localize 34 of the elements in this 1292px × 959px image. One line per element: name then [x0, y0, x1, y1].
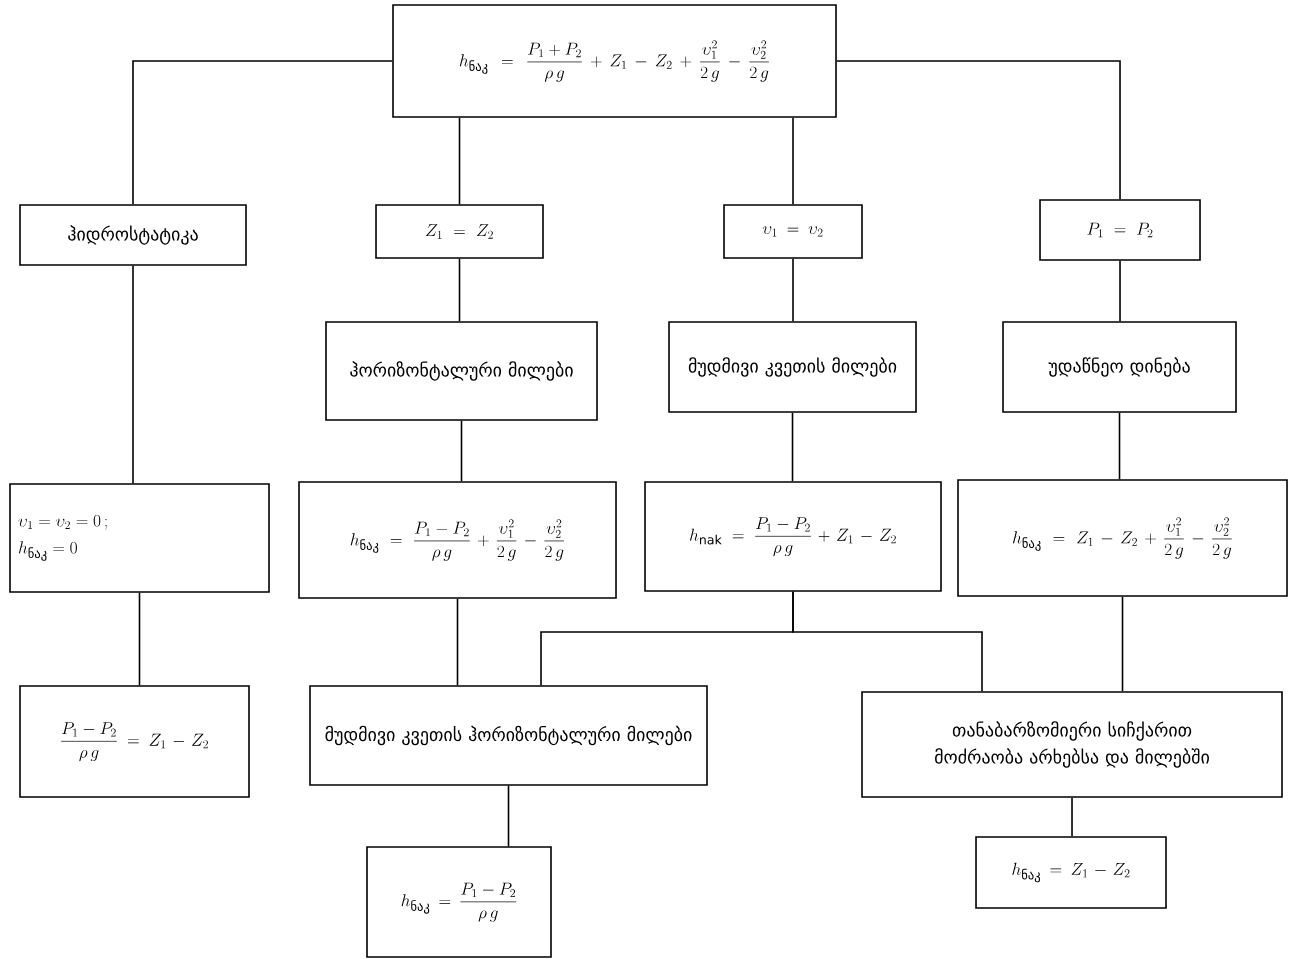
- formula-box: $h_{\text{nak}} = \frac{P_1 - P_2}{\rho\, g} + Z_1 - Z_2$: [644, 481, 942, 592]
- connector-line: [792, 591, 983, 692]
- connector-line: [456, 598, 459, 686]
- formula-box: $h_{\text{ნაკ}} = Z_1 - Z_2$: [975, 836, 1167, 909]
- connector-line: [458, 258, 461, 322]
- formula-box: $h_{\text{ნაკ}} = \frac{P_1 - P_2}{\rho\, g} + \frac{\upsilon_1^2}{2\, g} - \frac{\upsilon_2^2}{2\, g}$: [298, 481, 617, 599]
- connector-line: [1071, 797, 1073, 837]
- connector-line: [792, 258, 794, 322]
- connector-line: [132, 265, 134, 484]
- formula-box: $\upsilon_1 = \upsilon_2 = 0\,;$ $h_{\text{ნაკ}} = 0$: [9, 483, 270, 593]
- formula-box: $\frac{P_1 - P_2}{\rho\, g} = Z_1 - Z_2$: [19, 685, 250, 798]
- connector-line: [132, 60, 393, 205]
- connector-line: [1121, 596, 1124, 692]
- connector-line: [507, 785, 510, 847]
- connector-line: [792, 117, 794, 205]
- condition-box: $\upsilon_1 = \upsilon_2$: [723, 204, 863, 259]
- formula-box: $h_{\text{ნაკ}} = Z_1 - Z_2 + \frac{\upsilon_1^2}{2\, g} - \frac{\upsilon_2^2}{2\, g}$: [957, 479, 1288, 597]
- connector-line: [460, 420, 463, 482]
- connector-line: [1119, 260, 1121, 322]
- connector-line: [791, 412, 794, 482]
- formula-box: $h_{\text{ნაკ}} = \frac{P_1 - P_2}{\rho\, g}$: [366, 846, 552, 958]
- condition-box: $Z_1 = Z_2$: [375, 204, 544, 259]
- condition-box: $P_1 = P_2$: [1039, 199, 1201, 261]
- process-box: თანაბარზომიერი სიჩქარით მოძრაობა არხებსა და მილებში: [861, 691, 1283, 798]
- process-box: უდაწნეო დინება: [1002, 321, 1237, 413]
- formula-box: $h_{\text{ნაკ}} = \frac{P_1 + P_2}{\rho\, g} + Z_1 - Z_2 + \frac{\upsilon_1^2}{2\, g} - \frac{\upsilon_2^2}{2\, g}$: [392, 4, 837, 118]
- connector-line: [138, 592, 141, 686]
- process-box: მუდმივი კვეთის მილები: [668, 321, 917, 413]
- connector-line: [1118, 412, 1121, 480]
- process-box: ჰორიზონტალური მილები: [325, 321, 598, 421]
- connector-line: [836, 60, 1121, 200]
- process-box: ჰიდროსტატიკა: [19, 204, 247, 266]
- process-box: მუდმივი კვეთის ჰორიზონტალური მილები: [309, 685, 708, 786]
- connector-line: [458, 117, 461, 205]
